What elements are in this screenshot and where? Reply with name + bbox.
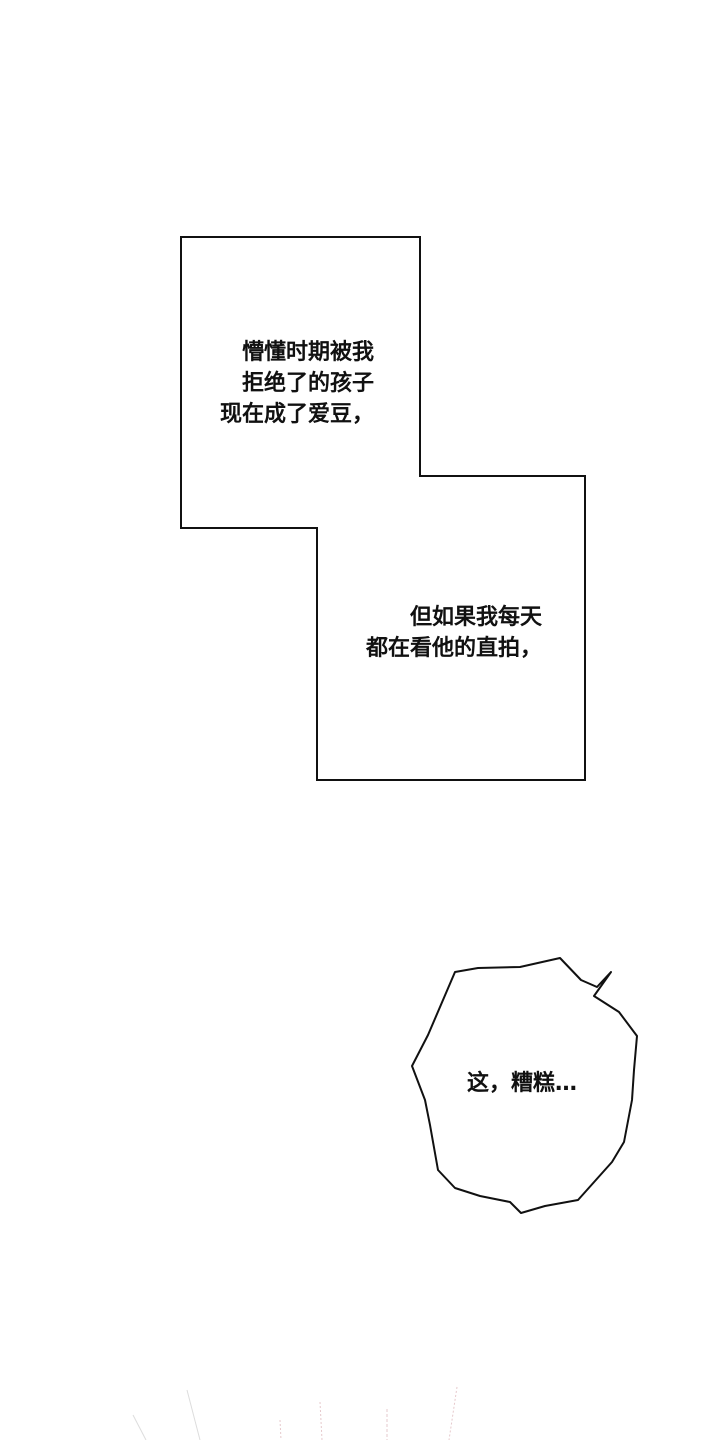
narration-box-outline: [180, 236, 586, 781]
speech-bubble-text: 这，糟糕…: [467, 1071, 578, 1096]
speed-lines: [132, 1386, 458, 1440]
text-line: 现在成了爱豆，: [220, 402, 375, 427]
text-line: 但如果我每天: [410, 605, 543, 630]
text-line: 拒绝了的孩子: [242, 371, 375, 396]
narration-text-1: 懵懂时期被我 拒绝了的孩子 现在成了爱豆，: [220, 337, 374, 430]
narration-text-2: 但如果我每天 都在看他的直拍，: [366, 602, 542, 664]
text-line: 都在看他的直拍，: [366, 636, 543, 661]
text-line: 懵懂时期被我: [242, 340, 375, 365]
speech-bubble-outline: [411, 957, 638, 1214]
